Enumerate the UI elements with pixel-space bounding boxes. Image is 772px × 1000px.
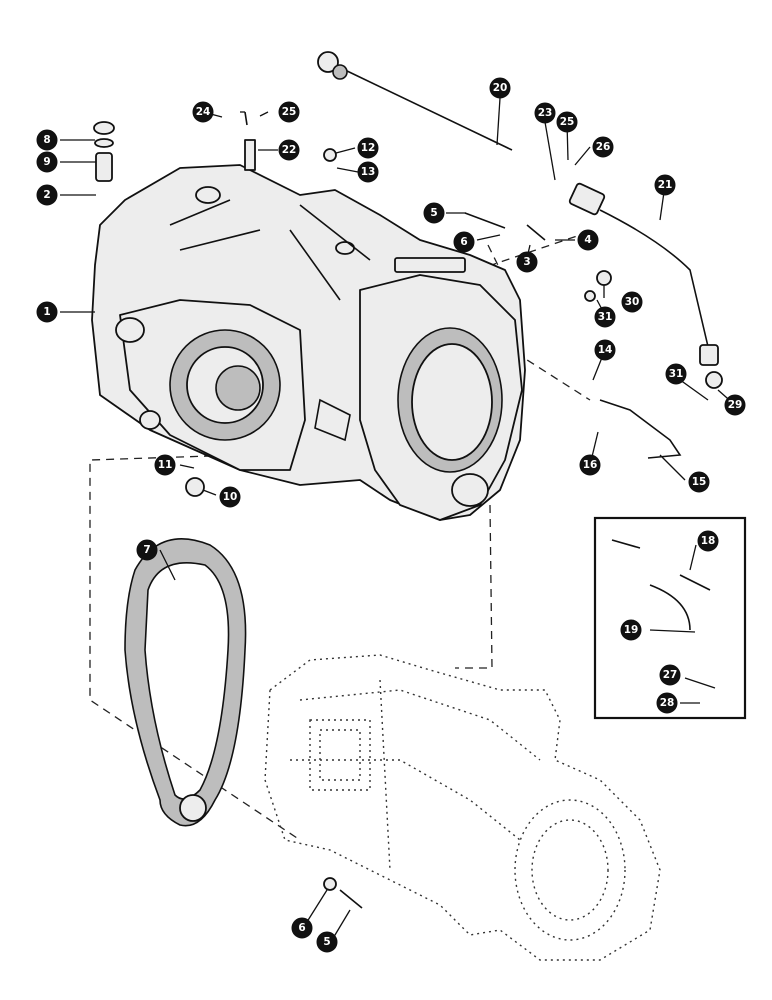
- callout-3: 3: [516, 251, 538, 273]
- callout-21: 21: [654, 174, 676, 196]
- callout-label: 27: [663, 669, 678, 681]
- callout-29: 29: [724, 394, 746, 416]
- bracket: [244, 139, 256, 171]
- callout-label: 31: [669, 368, 684, 380]
- callout-label: 5: [323, 936, 330, 948]
- callout-label: 3: [523, 256, 530, 268]
- tube-adapter: [568, 182, 606, 216]
- callout-label: 26: [596, 141, 611, 153]
- callout-label: 5: [430, 207, 437, 219]
- callout-2: 2: [36, 184, 58, 206]
- breather-tube: [599, 209, 711, 356]
- callout-5a: 5: [423, 202, 445, 224]
- callout-11: 11: [154, 454, 176, 476]
- callout-label: 28: [660, 697, 675, 709]
- filler-cap: [93, 121, 115, 135]
- bottom-washer: [323, 877, 337, 891]
- callout-label: 24: [196, 106, 211, 118]
- callout-26: 26: [592, 136, 614, 158]
- gasket: [124, 538, 247, 827]
- callout-6a: 6: [453, 231, 475, 253]
- callout-5b: 5: [316, 931, 338, 953]
- transmission-housing-phantom: [264, 654, 661, 961]
- callout-label: 12: [361, 142, 376, 154]
- callout-label: 7: [143, 544, 150, 556]
- callout-15: 15: [688, 471, 710, 493]
- callout-6b: 6: [291, 917, 313, 939]
- callout-14: 14: [594, 339, 616, 361]
- callout-20: 20: [489, 77, 511, 99]
- callout-label: 21: [658, 179, 673, 191]
- callout-4: 4: [577, 229, 599, 251]
- callout-22: 22: [278, 139, 300, 161]
- callout-label: 6: [460, 236, 467, 248]
- dipstick: [317, 51, 513, 151]
- inset-line: [611, 539, 711, 631]
- callout-7: 7: [136, 539, 158, 561]
- callout-label: 22: [282, 144, 297, 156]
- callouts: 1 2 9 8 11 10 7 24 25 22 12 13 5 6 3 4 2…: [36, 77, 746, 953]
- callout-23: 23: [534, 102, 556, 124]
- callout-label: 25: [560, 116, 575, 128]
- callout-label: 6: [298, 922, 305, 934]
- callout-1: 1: [36, 301, 58, 323]
- callout-label: 2: [43, 189, 50, 201]
- bracket-screw: [244, 111, 248, 126]
- callout-label: 8: [43, 134, 50, 146]
- callout-label: 29: [728, 399, 743, 411]
- gasket-hole: [179, 794, 207, 822]
- o-ring: [94, 138, 114, 148]
- callout-31b: 31: [665, 363, 687, 385]
- callout-label: 16: [583, 459, 598, 471]
- callout-28: 28: [656, 692, 678, 714]
- callout-9: 9: [36, 151, 58, 173]
- drain-plug: [185, 477, 205, 497]
- callout-label: 25: [282, 106, 297, 118]
- callout-label: 1: [43, 306, 50, 318]
- callout-label: 19: [624, 624, 639, 636]
- seal-31: [584, 290, 596, 302]
- detail-inset: [593, 516, 747, 720]
- callout-label: 13: [361, 166, 376, 178]
- callout-13: 13: [357, 161, 379, 183]
- callout-25b: 25: [556, 111, 578, 133]
- callout-8: 8: [36, 129, 58, 151]
- callout-label: 20: [493, 82, 508, 94]
- callout-30: 30: [621, 291, 643, 313]
- callout-label: 23: [538, 107, 553, 119]
- callout-12: 12: [357, 137, 379, 159]
- fitting-30: [596, 270, 612, 286]
- callout-label: 11: [158, 459, 173, 471]
- callout-31a: 31: [594, 306, 616, 328]
- fitting-29: [705, 371, 723, 389]
- callout-label: 9: [43, 156, 50, 168]
- callout-label: 15: [692, 476, 707, 488]
- callout-label: 31: [598, 311, 613, 323]
- callout-27: 27: [659, 664, 681, 686]
- callout-label: 18: [701, 535, 716, 547]
- callout-18: 18: [697, 530, 719, 552]
- hex-bolt-3: [526, 224, 546, 241]
- callout-label: 10: [223, 491, 238, 503]
- hex-bolt-5: [464, 212, 506, 229]
- oil-line: [599, 399, 682, 459]
- callout-label: 14: [598, 344, 613, 356]
- callout-16: 16: [579, 454, 601, 476]
- bolt-12: [323, 148, 337, 162]
- callout-10: 10: [219, 486, 241, 508]
- callout-label: 4: [584, 234, 591, 246]
- callout-24: 24: [192, 101, 214, 123]
- callout-19: 19: [620, 619, 642, 641]
- callout-25a: 25: [278, 101, 300, 123]
- bottom-bolt: [339, 889, 363, 909]
- callout-label: 30: [625, 296, 640, 308]
- plug: [95, 152, 113, 182]
- breather-fitting: [699, 344, 719, 366]
- rear-axle-housing: [91, 164, 526, 521]
